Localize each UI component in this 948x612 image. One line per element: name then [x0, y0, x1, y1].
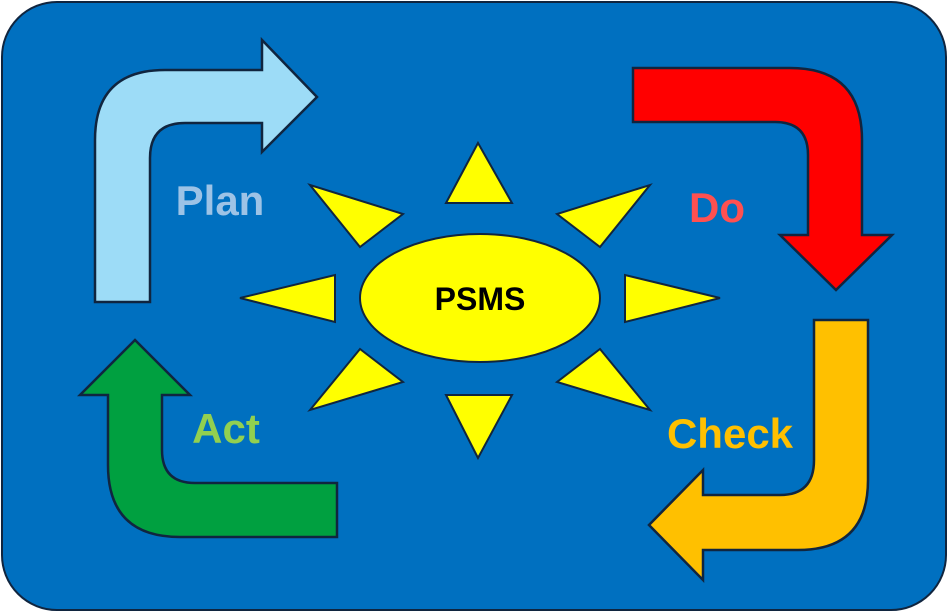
psms-label: PSMS — [435, 281, 526, 317]
ray-left — [239, 273, 336, 324]
check-arrow — [647, 318, 870, 584]
ray-upper-left — [307, 183, 406, 249]
do-arrow — [631, 66, 896, 292]
ray-right — [624, 273, 721, 324]
do-label: Do — [689, 184, 745, 231]
ray-upper-right — [554, 183, 653, 249]
plan-arrow — [93, 36, 319, 304]
act-arrow — [76, 338, 339, 539]
plan-label: Plan — [176, 177, 265, 224]
ray-top — [444, 140, 514, 204]
ray-bottom — [444, 394, 514, 461]
check-label: Check — [667, 410, 794, 457]
act-label: Act — [192, 405, 260, 452]
ray-lower-right — [554, 347, 653, 412]
sun-rays — [239, 140, 721, 461]
psms-sun — [359, 233, 601, 363]
ray-lower-left — [307, 347, 406, 412]
